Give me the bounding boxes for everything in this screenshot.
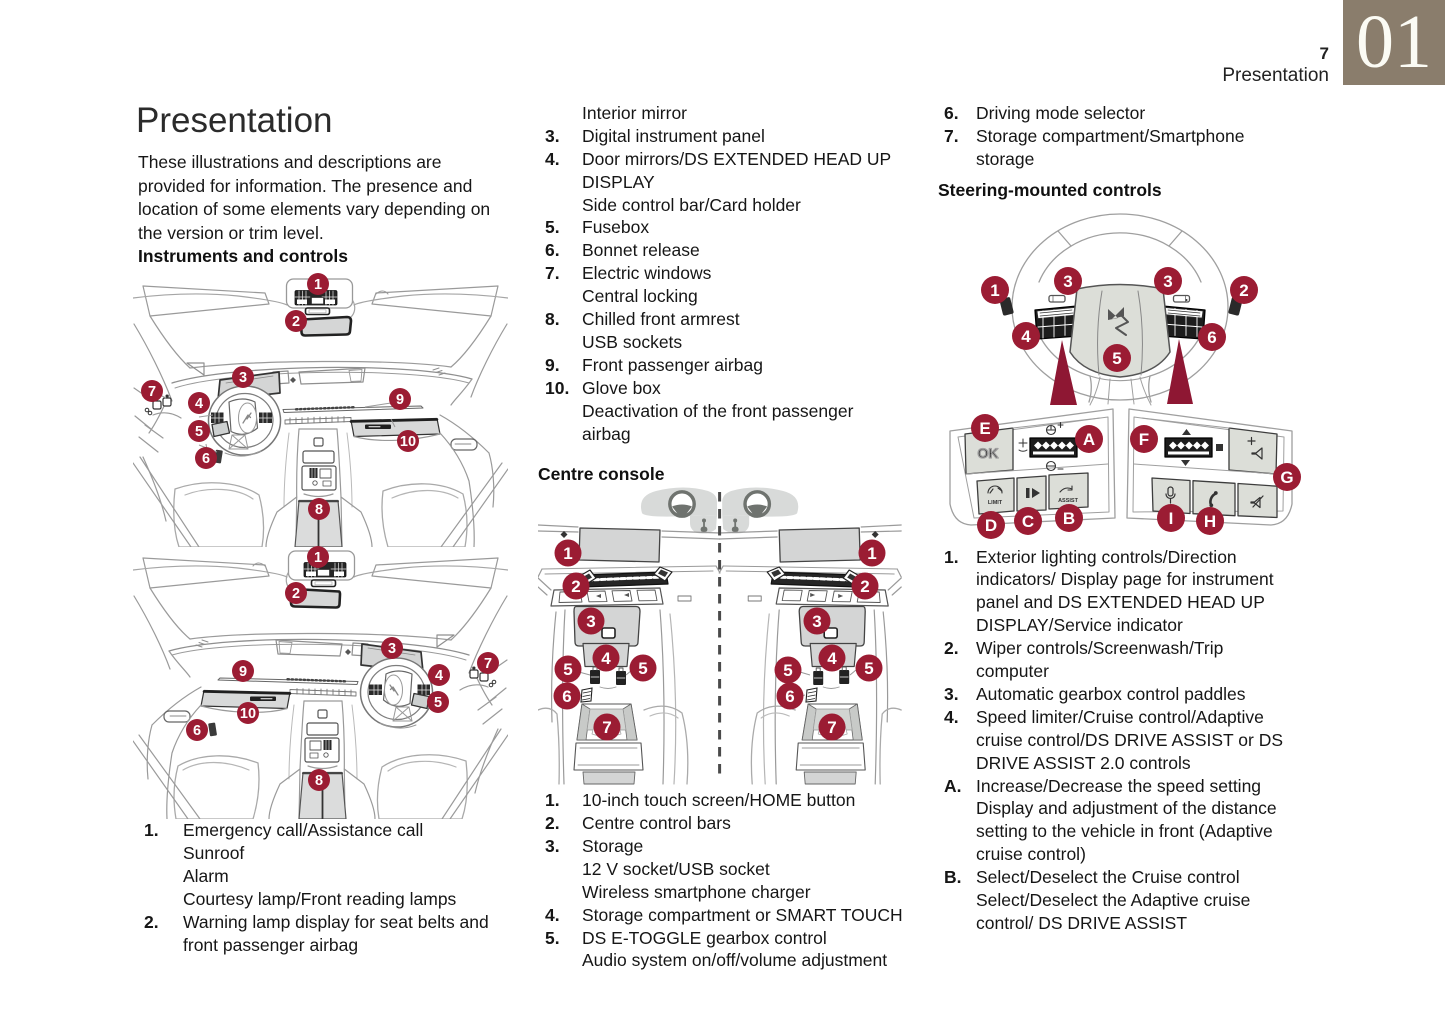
svg-text:3: 3 [1163, 272, 1172, 291]
svg-text:2: 2 [292, 586, 300, 602]
svg-text:1: 1 [314, 550, 322, 566]
svg-text:5: 5 [1112, 349, 1121, 368]
svg-text:G: G [1280, 468, 1293, 487]
svg-text:1: 1 [314, 277, 322, 293]
svg-text:6: 6 [562, 687, 571, 706]
svg-text:8: 8 [315, 773, 323, 789]
svg-text:5: 5 [563, 660, 572, 679]
svg-text:ASSIST: ASSIST [1058, 498, 1079, 504]
svg-text:10: 10 [240, 706, 256, 722]
svg-text:5: 5 [783, 661, 792, 680]
svg-text:7: 7 [602, 718, 611, 737]
svg-text:8: 8 [315, 502, 323, 518]
svg-text:D: D [985, 516, 997, 535]
svg-text:7: 7 [484, 656, 492, 672]
svg-text:2: 2 [571, 577, 580, 596]
svg-text:6: 6 [202, 451, 210, 467]
svg-text:1: 1 [563, 544, 572, 563]
svg-text:3: 3 [586, 612, 595, 631]
svg-text:5: 5 [638, 659, 647, 678]
svg-text:2: 2 [292, 314, 300, 330]
svg-text:H: H [1204, 512, 1216, 531]
svg-text:3: 3 [1063, 272, 1072, 291]
svg-text:I: I [1169, 509, 1174, 528]
svg-text:2: 2 [1239, 281, 1248, 300]
svg-text:10: 10 [400, 434, 416, 450]
svg-text:5: 5 [434, 695, 442, 711]
svg-text:A: A [1083, 430, 1095, 449]
svg-text:4: 4 [1021, 327, 1031, 346]
svg-text:F: F [1139, 430, 1149, 449]
svg-text:9: 9 [239, 664, 247, 680]
svg-text:2: 2 [860, 577, 869, 596]
svg-text:9: 9 [396, 392, 404, 408]
svg-text:OK: OK [978, 445, 999, 461]
svg-text:4: 4 [435, 668, 443, 684]
svg-text:1: 1 [867, 544, 876, 563]
svg-text:B: B [1063, 509, 1075, 528]
svg-text:3: 3 [812, 612, 821, 631]
svg-text:LIMIT: LIMIT [988, 500, 1003, 506]
svg-text:3: 3 [388, 641, 396, 657]
svg-text:7: 7 [827, 718, 836, 737]
svg-text:5: 5 [864, 659, 873, 678]
svg-text:3: 3 [239, 370, 247, 386]
svg-text:6: 6 [1207, 328, 1216, 347]
svg-text:6: 6 [785, 687, 794, 706]
svg-text:4: 4 [601, 649, 611, 668]
svg-text:5: 5 [195, 424, 203, 440]
svg-text:E: E [979, 419, 990, 438]
svg-text:C: C [1022, 512, 1034, 531]
svg-text:7: 7 [148, 384, 156, 400]
svg-text:6: 6 [193, 723, 201, 739]
svg-text:1: 1 [990, 281, 999, 300]
svg-text:4: 4 [195, 396, 203, 412]
svg-text:4: 4 [827, 649, 837, 668]
